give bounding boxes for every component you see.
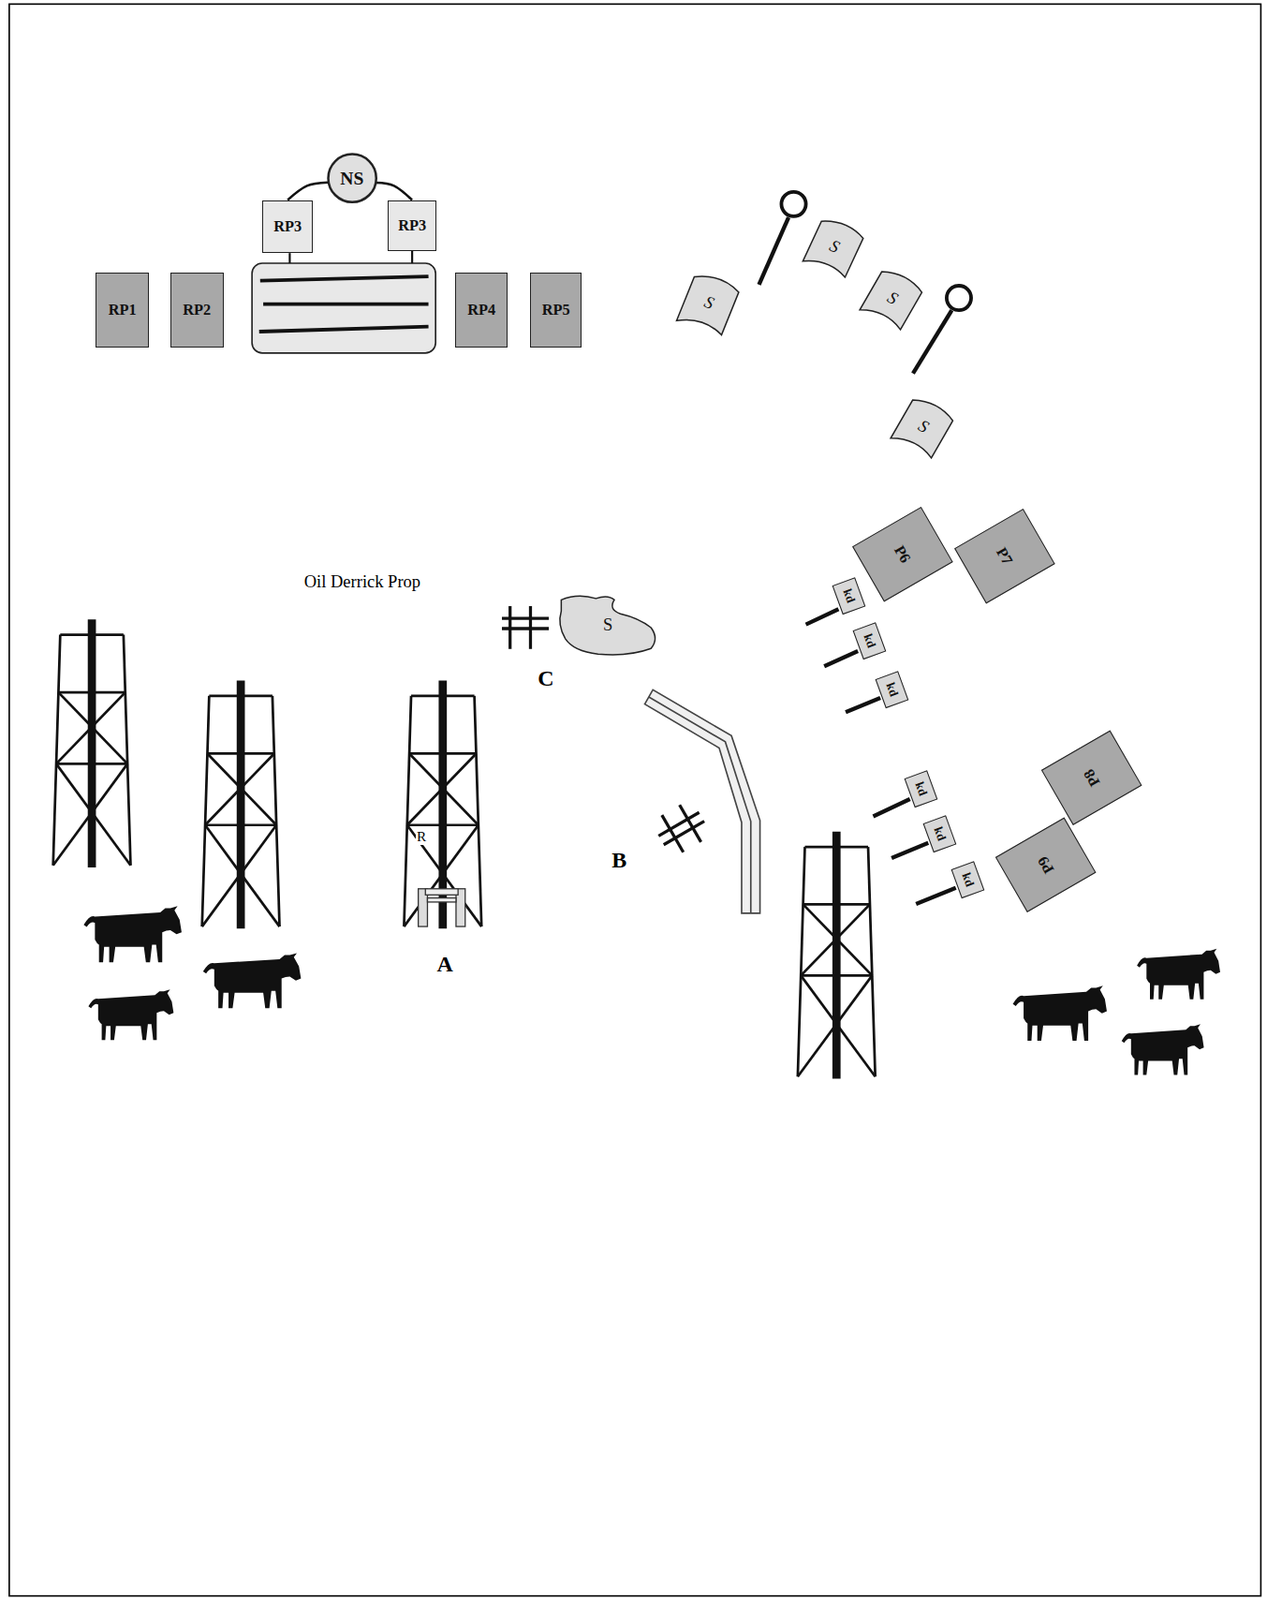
- node-label: kd: [930, 825, 948, 843]
- derrick-pole: [88, 618, 97, 868]
- kd-sign: kd: [922, 814, 957, 853]
- derrick-strut: [868, 846, 876, 1076]
- platform-box: P7: [954, 508, 1055, 604]
- node-label: P8: [1079, 766, 1104, 790]
- node-label: P9: [1033, 853, 1058, 877]
- node-label: kd: [959, 870, 977, 889]
- node-label: S: [603, 615, 613, 634]
- node-label: RP2: [182, 301, 211, 319]
- node-label: kd: [860, 632, 878, 650]
- speaker-flag: S: [888, 390, 958, 462]
- derrick-strut: [272, 695, 280, 927]
- riser-box: RP2: [170, 272, 224, 348]
- derrick-mark: R: [415, 828, 428, 845]
- riser-box: RP3: [387, 200, 437, 251]
- cable-line: [287, 182, 328, 201]
- derrick-pole: [236, 680, 246, 929]
- node-label: P7: [993, 544, 1017, 568]
- oil-derrick: [202, 680, 280, 929]
- stage-table: [251, 250, 436, 354]
- oil-derrick: [797, 831, 876, 1079]
- pump-jack: [418, 888, 466, 927]
- oil-derrick: [403, 680, 482, 929]
- node-label: RP1: [108, 301, 137, 319]
- oil-derricks: [53, 618, 876, 1078]
- fence: [650, 797, 713, 859]
- node-label: RP3: [273, 218, 302, 236]
- kd-sign: kd: [951, 860, 986, 899]
- riser-box: RP4: [455, 272, 508, 348]
- set-piece: S: [557, 589, 660, 660]
- node-label: kd: [912, 780, 929, 798]
- platform-box: P9: [995, 817, 1096, 913]
- circle-node: NS: [327, 153, 377, 203]
- derrick-strut: [53, 634, 61, 866]
- microphone-stand: [758, 191, 972, 374]
- derrick-strut: [202, 695, 210, 927]
- derrick-strut: [123, 634, 132, 866]
- speaker-flag: S: [858, 262, 928, 334]
- derrick-strut: [797, 846, 806, 1076]
- node-label: P6: [891, 542, 915, 566]
- kd-sign: kd: [831, 576, 866, 615]
- riser-box: RP1: [95, 272, 149, 348]
- platform-box: P6: [852, 506, 953, 602]
- kd-sign: kd: [852, 621, 886, 660]
- node-label: RP4: [467, 301, 496, 319]
- prop-note: Oil Derrick Prop: [304, 572, 421, 591]
- sign-stick: [806, 608, 957, 904]
- node-label: RP5: [542, 301, 571, 319]
- cable-line: [376, 182, 413, 200]
- derrick-strut: [474, 695, 483, 927]
- node-label: RP3: [397, 217, 427, 235]
- kd-sign: kd: [874, 671, 909, 709]
- node-label: kd: [839, 587, 857, 605]
- position-letter: B: [611, 847, 627, 872]
- position-letter: A: [436, 951, 453, 976]
- kd-sign: kd: [904, 769, 939, 808]
- ramp: [644, 689, 760, 914]
- riser-box: RP3: [262, 200, 313, 254]
- derrick-pole: [832, 831, 841, 1079]
- page-border: [9, 3, 1262, 1595]
- position-letter: C: [537, 665, 554, 691]
- platform-box: P8: [1041, 730, 1142, 826]
- node-label: kd: [883, 680, 900, 699]
- node-label: NS: [339, 168, 364, 190]
- cow: [83, 905, 1221, 1075]
- speaker-flag: S: [801, 211, 868, 281]
- speaker-flag: S: [675, 265, 743, 339]
- oil-derrick: [53, 618, 132, 868]
- fence: [501, 605, 549, 649]
- derrick-strut: [403, 695, 412, 927]
- riser-box: RP5: [530, 272, 583, 348]
